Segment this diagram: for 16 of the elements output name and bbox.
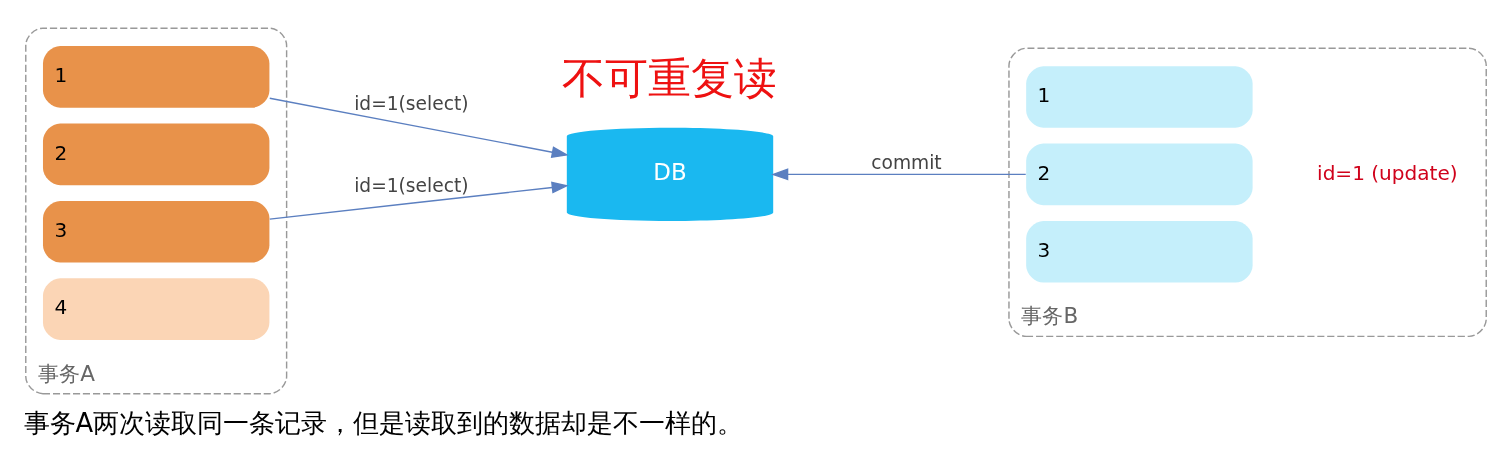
node-box: 4: [42, 278, 270, 340]
edge-label: commit: [871, 152, 942, 174]
node-box: 2: [42, 123, 270, 186]
node-box: 2: [1026, 143, 1253, 206]
node-box: 3: [42, 200, 270, 263]
arrow: [269, 181, 569, 220]
edge-label: id=1(select): [354, 93, 469, 115]
arrow: [771, 168, 1027, 181]
node-box: 3: [1026, 220, 1253, 283]
label: 不可重复读: [562, 53, 778, 104]
caption: 事务A两次读取同一条记录，但是读取到的数据却是不一样的。: [23, 407, 744, 438]
node-label: id=1 (update): [1317, 160, 1458, 185]
edge-label: id=1(select): [354, 175, 469, 197]
node-box: 1: [1026, 66, 1253, 128]
arrow: [269, 97, 569, 159]
node-box: 1: [42, 46, 270, 108]
